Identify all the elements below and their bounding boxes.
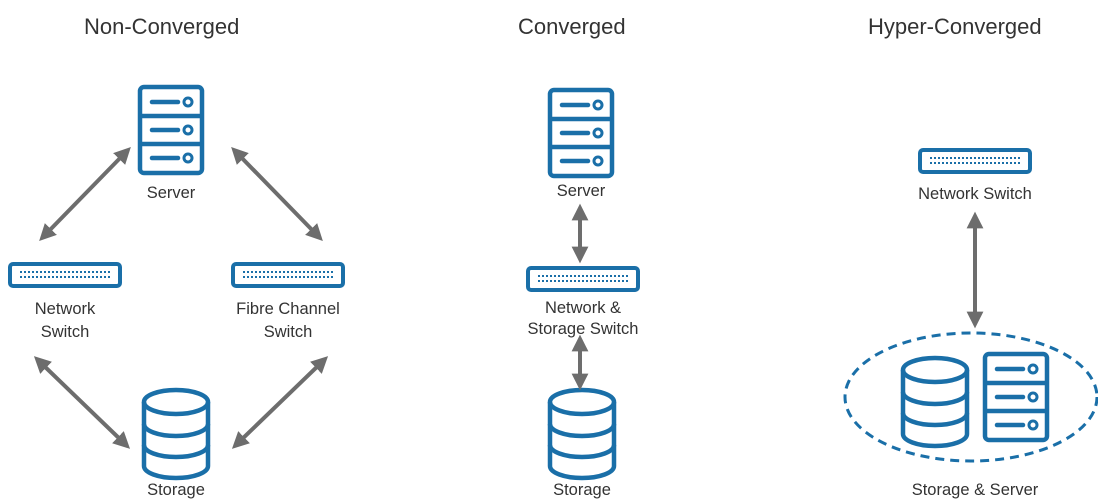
storage-icon [144,390,208,478]
server-label: Server [556,182,606,200]
storage-label: Storage [147,481,205,499]
network-storage-switch-label-line1: Network & [544,299,622,317]
network-switch-label-line2: Switch [40,323,90,341]
fibre-channel-switch-label-line1: Fibre Channel [236,300,340,318]
storage-icon [903,358,967,446]
network-storage-switch-icon [526,266,640,292]
converged-title: Converged [518,14,626,39]
network-switch-icon [8,262,122,288]
network-switch-label: Network Switch [918,185,1032,203]
fibre-channel-switch-label-line2: Switch [263,323,313,341]
network-switch-icon [918,148,1032,174]
arrow-server-fibre [231,146,323,242]
non-converged-title: Non-Converged [84,14,240,39]
network-switch-label-line1: Network [34,300,96,318]
server-icon [985,354,1047,440]
storage-icon [550,390,614,478]
server-label: Server [146,184,196,202]
arrow-network-storage [33,356,131,449]
storage-server-label: Storage & Server [911,481,1039,499]
arrow-fibre-storage [231,356,329,449]
storage-label: Storage [553,481,611,499]
fibre-channel-switch-icon [231,262,345,288]
hyper-converged-title: Hyper-Converged [868,14,1042,39]
server-icon [140,87,202,173]
hyper-converged-boundary [843,331,1098,463]
network-storage-switch-label-line2: Storage Switch [527,320,639,338]
arrow-server-network [39,146,131,242]
server-icon [550,90,612,176]
